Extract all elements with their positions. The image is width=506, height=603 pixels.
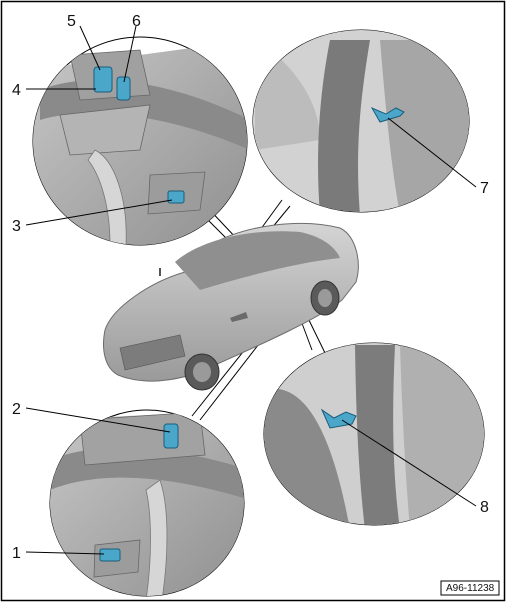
callout-5: 5 [67,13,76,30]
detail-door-frame-front [252,29,470,213]
detail-rear-door [49,409,245,597]
callout-3: 3 [12,218,21,235]
callout-4: 4 [12,82,21,99]
highlight-switch-1 [99,548,121,562]
callout-leaders [25,25,477,555]
callout-7: 7 [480,180,489,197]
highlight-switch-3 [167,190,185,204]
car-illustration [103,223,359,391]
figure-id: A96-11238 [446,583,495,594]
highlight-switch-2 [163,423,179,449]
figure-id-box [440,580,500,596]
detail-door-frame-rear [263,342,485,526]
callout-2: 2 [12,401,21,418]
highlight-switch-6 [116,76,131,101]
callout-1: 1 [12,545,21,562]
callout-6: 6 [132,13,141,30]
callout-8: 8 [480,499,489,516]
highlight-switch-4 [93,66,113,93]
highlight-catch-7 [370,106,405,123]
